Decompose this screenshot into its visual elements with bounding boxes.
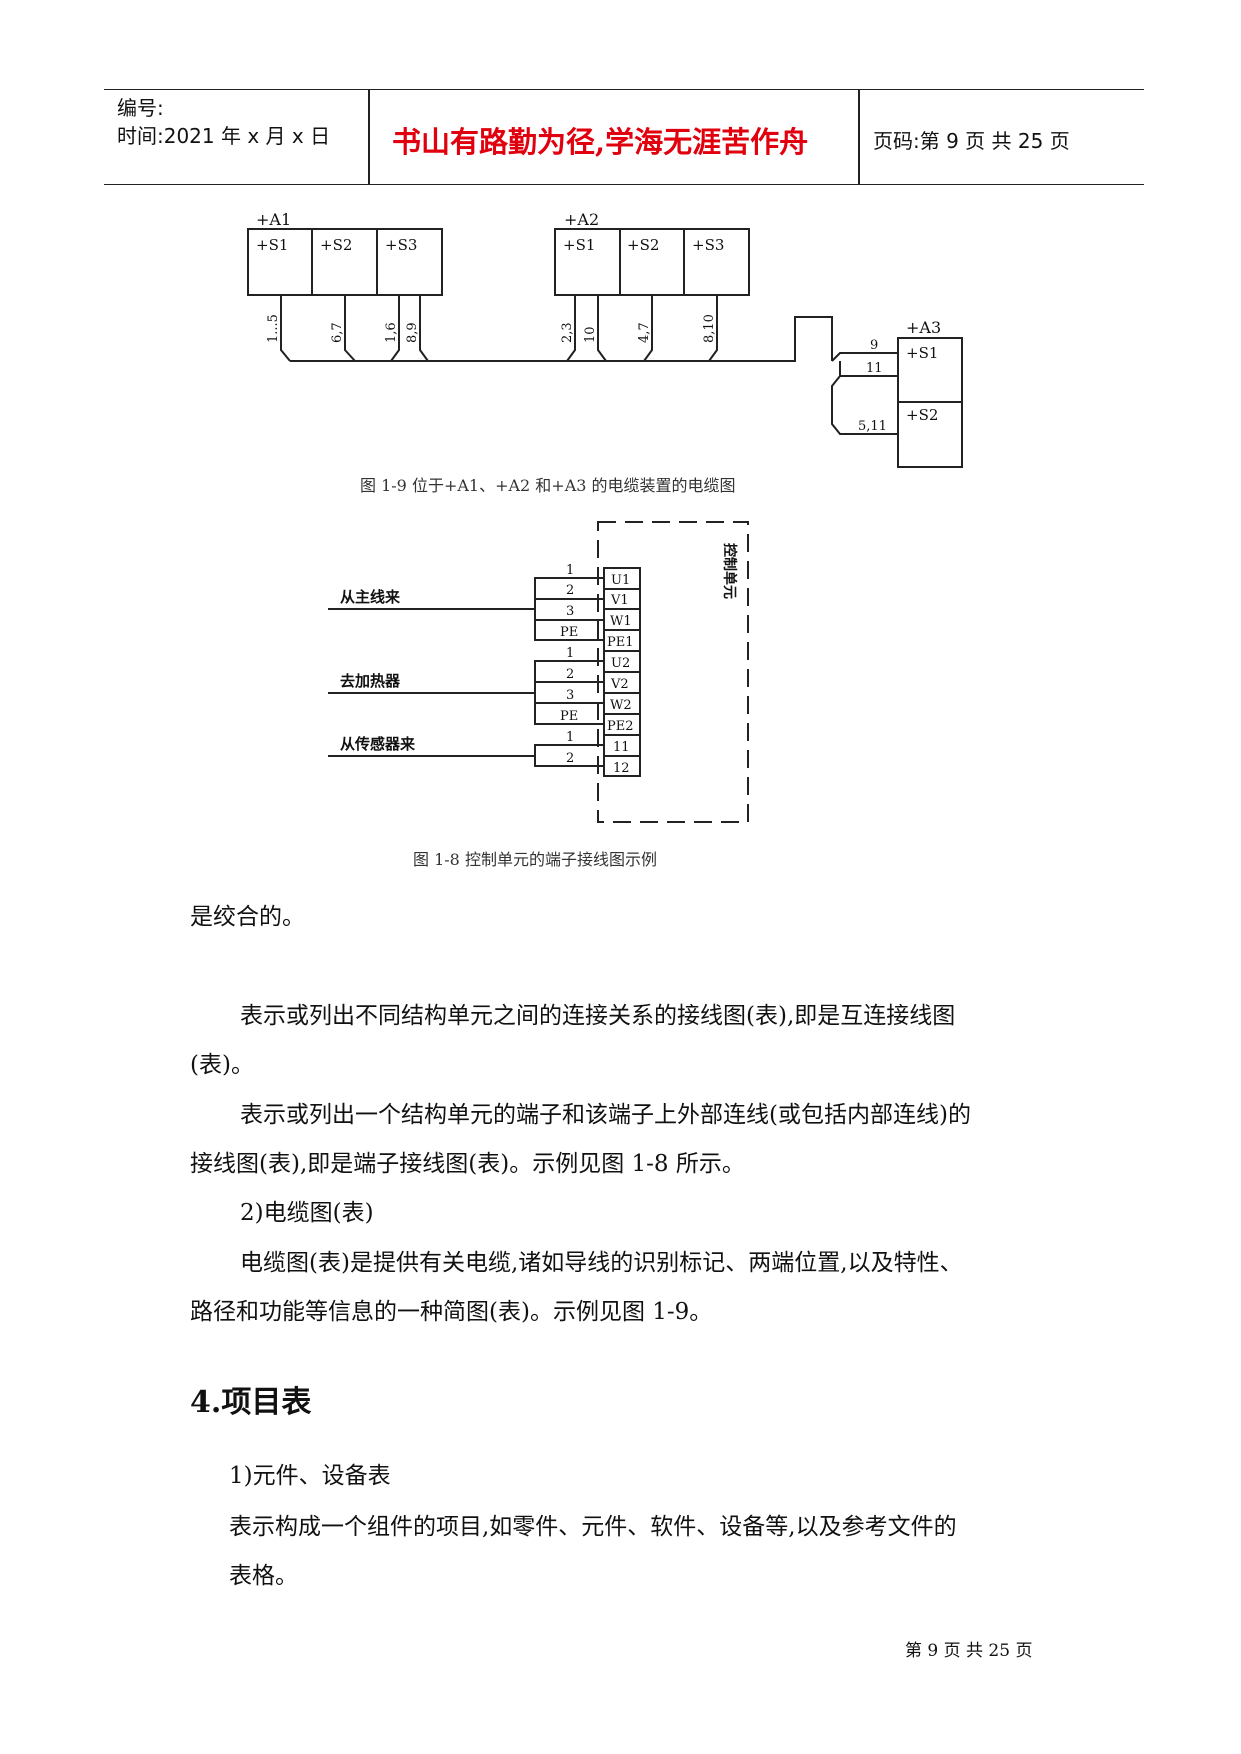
paragraph-terminal-line1: 表示或列出一个结构单元的端子和该端子上外部连线(或包括内部连线)的 xyxy=(240,1102,971,1128)
cable-diagram: +A1 +A2 +A3 +S1 +S2 +S3 +S1 +S2 +S3 +S1 … xyxy=(247,210,963,468)
wire-number: 1 xyxy=(566,646,574,661)
a1-s2-label: +S2 xyxy=(320,236,352,254)
terminal-label: PE2 xyxy=(607,719,634,734)
wire-label: 8,10 xyxy=(702,314,717,343)
figure-1-8-caption: 图 1-8 控制单元的端子接线图示例 xyxy=(413,850,657,869)
wire-label: 2,3 xyxy=(560,322,575,343)
header-divider-left xyxy=(368,90,370,184)
header-page-label: 页码:第 9 页 共 25 页 xyxy=(873,129,1070,153)
a1-s1-label: +S1 xyxy=(256,236,288,254)
terminal-label: U1 xyxy=(611,573,630,588)
terminal-diagram: 控制单元 从主线来 去加热器 从传感器来 1 2 3 PE 1 2 3 PE 1… xyxy=(328,521,749,823)
a1-label: +A1 xyxy=(256,210,291,229)
a2-s2-label: +S2 xyxy=(627,236,659,254)
a2-s1-label: +S1 xyxy=(563,236,595,254)
wire-label: 1,6 xyxy=(384,322,399,343)
wire-label: 4,7 xyxy=(637,322,652,343)
list-item-component-table: 1)元件、设备表 xyxy=(229,1463,391,1489)
wire-number: 1 xyxy=(566,730,574,745)
paragraph-item-table-line2: 表格。 xyxy=(229,1563,298,1589)
wire-label: 10 xyxy=(583,326,598,343)
terminal-label: W2 xyxy=(610,698,632,713)
source-heater: 去加热器 xyxy=(340,672,401,690)
wire-label: 6,7 xyxy=(330,322,345,343)
wire-number: 2 xyxy=(566,751,574,766)
a3-wire-label: 5,11 xyxy=(858,419,887,434)
a3-s2-label: +S2 xyxy=(906,406,938,424)
a3-wire-label: 11 xyxy=(866,361,883,376)
a3-wire-label: 9 xyxy=(870,338,878,353)
wire-number: 3 xyxy=(566,604,574,619)
terminal-label: V2 xyxy=(610,677,629,692)
terminal-label: PE1 xyxy=(607,635,634,650)
list-item-cable-diagram: 2)电缆图(表) xyxy=(240,1200,374,1226)
wire-number: 2 xyxy=(566,583,574,598)
wire-number: 1 xyxy=(566,563,574,578)
section-heading-item-table: 4.项目表 xyxy=(190,1385,312,1420)
paragraph-interconnect-line2: (表)。 xyxy=(190,1052,254,1078)
main-cable xyxy=(290,316,833,362)
figure-1-9-caption: 图 1-9 位于+A1、+A2 和+A3 的电缆装置的电缆图 xyxy=(360,476,736,495)
paragraph-cable-line2: 路径和功能等信息的一种简图(表)。示例见图 1-9。 xyxy=(190,1299,713,1325)
control-unit-box xyxy=(597,521,749,823)
a1-s3-label: +S3 xyxy=(385,236,417,254)
source-main-line: 从主线来 xyxy=(340,588,401,606)
header-motto: 书山有路勤为径,学海无涯苦作舟 xyxy=(392,125,809,159)
terminal-label: 12 xyxy=(613,761,630,776)
terminal-label: U2 xyxy=(611,656,630,671)
paragraph-cable-line1: 电缆图(表)是提供有关电缆,诸如导线的识别标记、两端位置,以及特性、 xyxy=(240,1250,963,1276)
paragraph-item-table-line1: 表示构成一个组件的项目,如零件、元件、软件、设备等,以及参考文件的 xyxy=(229,1514,957,1540)
body-line-twisted: 是绞合的。 xyxy=(190,904,305,930)
terminal-label: V1 xyxy=(610,593,629,608)
paragraph-terminal-line2: 接线图(表),即是端子接线图(表)。示例见图 1-8 所示。 xyxy=(190,1151,745,1177)
wire-label: 1...5 xyxy=(266,314,281,343)
page-footer: 第 9 页 共 25 页 xyxy=(905,1641,1033,1661)
wire-number: PE xyxy=(560,709,578,724)
control-unit-label: 控制单元 xyxy=(721,543,738,599)
header-divider-right xyxy=(858,90,860,184)
wire-number: 3 xyxy=(566,688,574,703)
page-header xyxy=(104,89,1144,185)
paragraph-interconnect-line1: 表示或列出不同结构单元之间的连接关系的接线图(表),即是互连接线图 xyxy=(240,1003,956,1029)
wire-number: PE xyxy=(560,625,578,640)
terminal-label: 11 xyxy=(613,740,630,755)
a2-label: +A2 xyxy=(564,210,599,229)
a3-s1-label: +S1 xyxy=(906,344,938,362)
header-number-label: 编号: xyxy=(117,96,164,120)
source-sensor: 从传感器来 xyxy=(340,735,416,753)
header-time-label: 时间:2021 年 x 月 x 日 xyxy=(117,124,331,148)
wire-label: 8,9 xyxy=(405,322,420,343)
terminal-label: W1 xyxy=(610,614,632,629)
a2-s3-label: +S3 xyxy=(692,236,724,254)
wire-number: 2 xyxy=(566,667,574,682)
a3-label: +A3 xyxy=(906,318,941,337)
